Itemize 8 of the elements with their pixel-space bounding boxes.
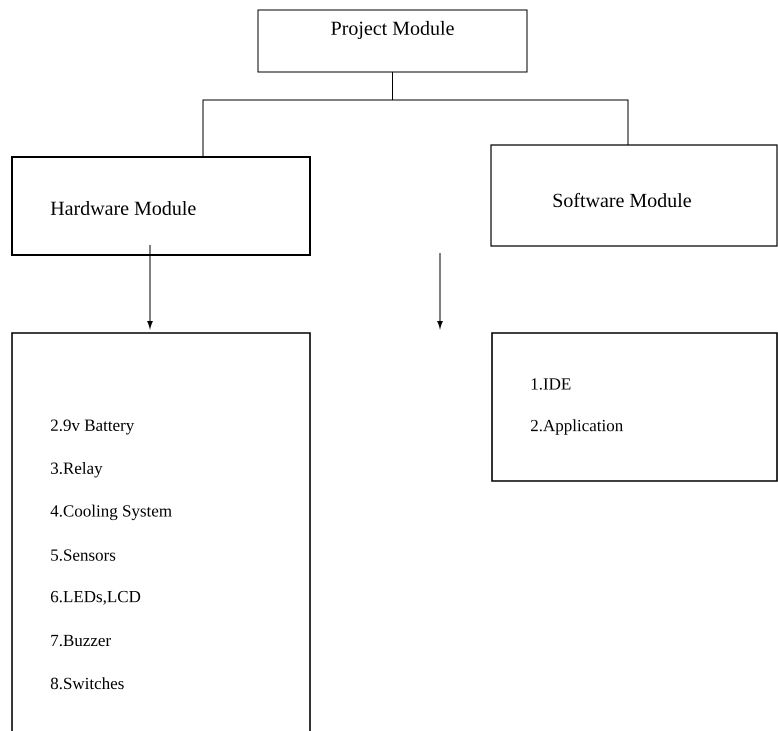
connector-line [437,252,443,328]
connector-line [147,244,153,328]
list-box: 2.9v Battery 3.Relay 4.Cooling System 5.Sensors 6.LEDs,LCD 7.Buzzer 8.Switches [11,332,311,731]
module-box: Hardware Module [11,156,311,256]
list-box: 1.IDE 2.Application [491,332,778,482]
root-box: Project Module [258,10,528,72]
module-box: Software Module [490,144,778,247]
connector-line [392,72,628,146]
